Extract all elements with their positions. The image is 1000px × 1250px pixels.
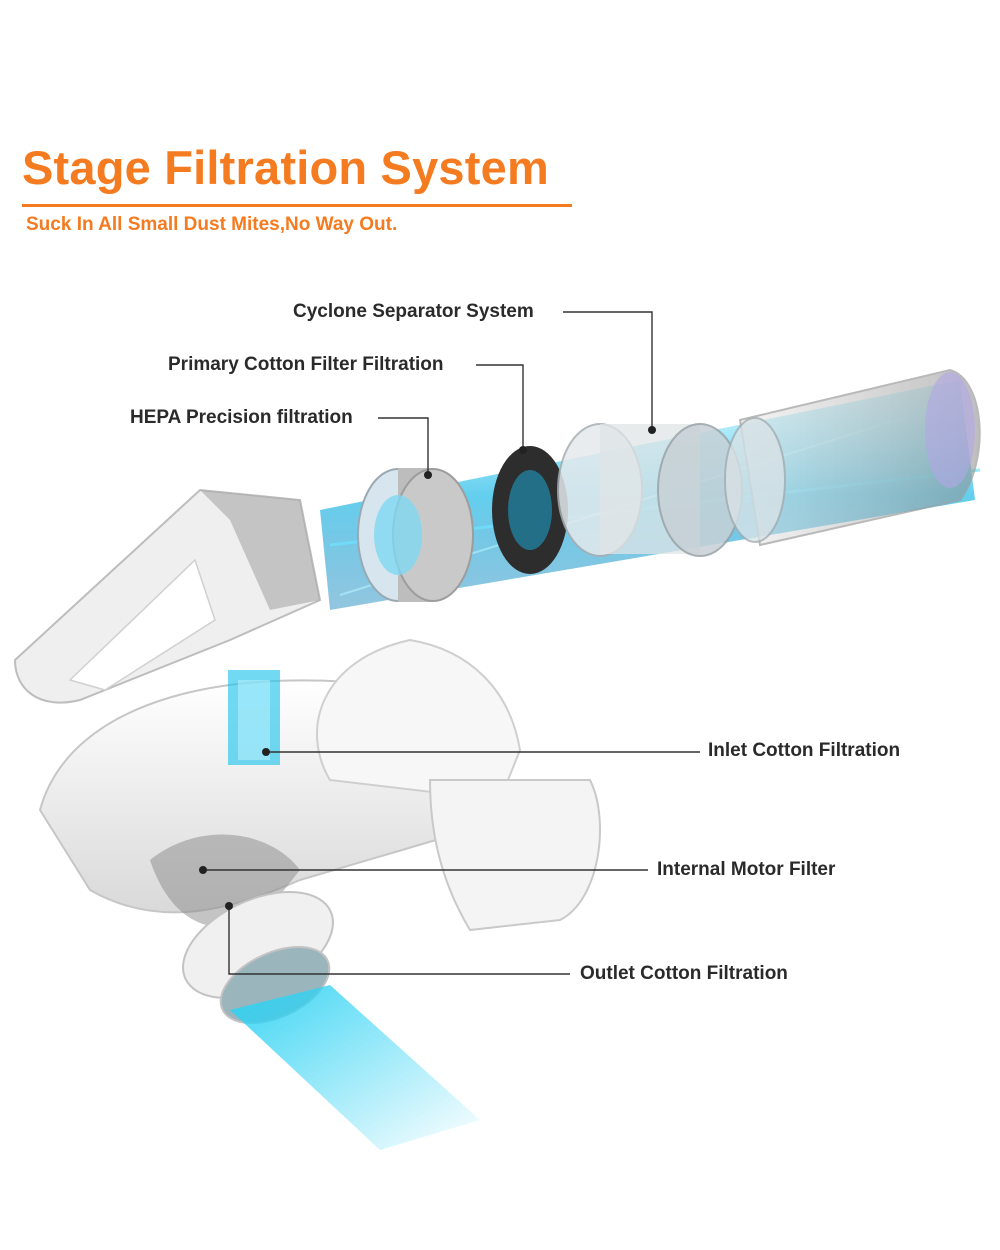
callout-primary-cotton-filter: Primary Cotton Filter Filtration: [168, 354, 444, 375]
hepa-leader-dot: [424, 471, 432, 479]
page-subtitle: Suck In All Small Dust Mites,No Way Out.: [26, 214, 398, 235]
primary-leader-dot: [519, 446, 527, 454]
motor-leader-dot: [199, 866, 207, 874]
cyclone-leader-dot: [648, 426, 656, 434]
primary-cotton-filter: [492, 446, 568, 574]
callout-inlet-cotton-filtration: Inlet Cotton Filtration: [708, 740, 901, 761]
outlet-filter: [182, 891, 334, 1024]
hepa-leader-line: [378, 417, 429, 475]
vacuum-body: [38, 638, 601, 932]
exhaust-airflow: [230, 985, 480, 1150]
cyclone-leader-line: [563, 311, 653, 430]
callout-hepa-filtration: HEPA Precision filtration: [130, 407, 353, 428]
page-title: Stage Filtration System: [22, 141, 549, 194]
title-underline: [22, 204, 572, 207]
inlet-leader-dot: [262, 748, 270, 756]
primary-leader-line: [476, 364, 524, 450]
inlet-airflow: [228, 670, 280, 765]
dust-cup: [724, 368, 981, 547]
callout-internal-motor-filter: Internal Motor Filter: [657, 859, 836, 880]
outlet-leader-line: [228, 906, 570, 975]
cyclone-separator: [557, 423, 743, 557]
outlet-leader-dot: [225, 902, 233, 910]
callout-cyclone-separator: Cyclone Separator System: [293, 301, 534, 322]
callout-outlet-cotton-filtration: Outlet Cotton Filtration: [580, 963, 788, 984]
vacuum-handle: [13, 488, 322, 704]
hepa-filter: [357, 468, 474, 602]
